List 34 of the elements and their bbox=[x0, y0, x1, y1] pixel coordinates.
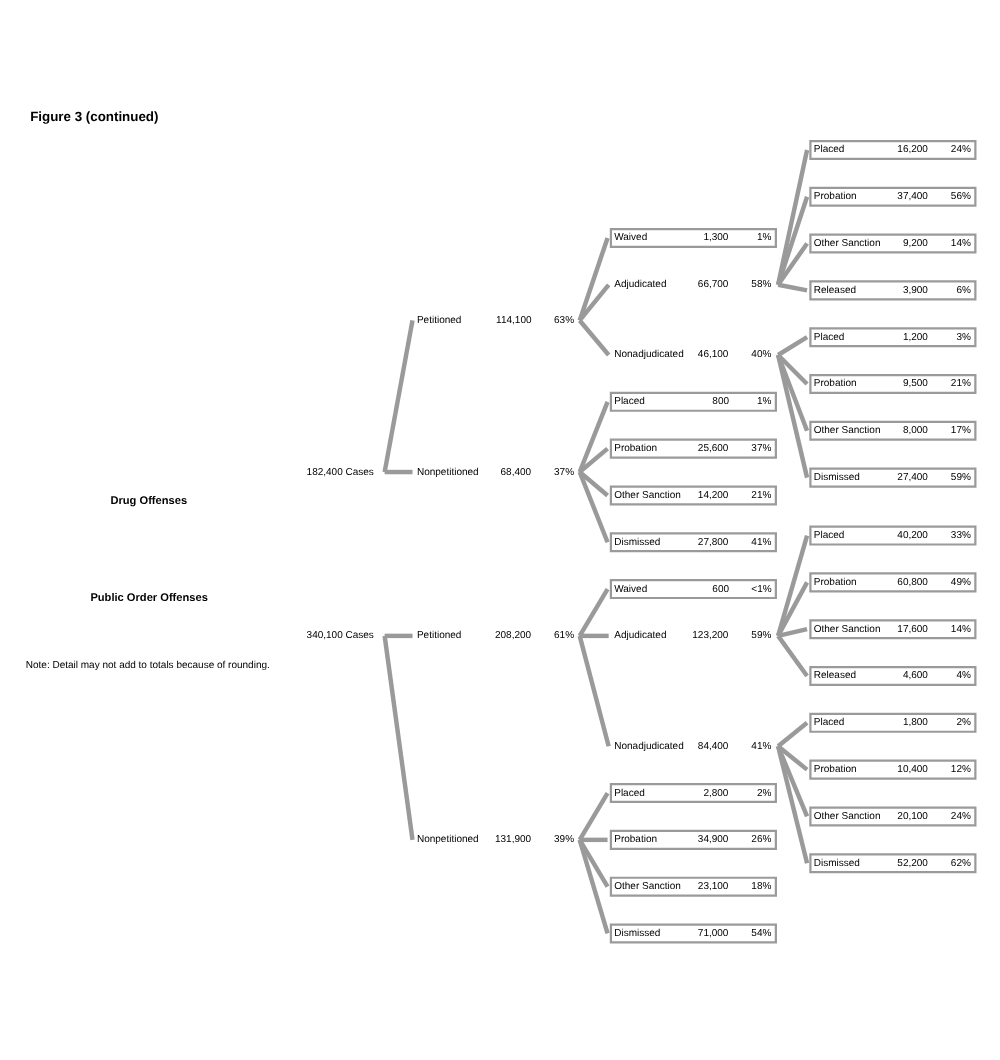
connector bbox=[382, 320, 415, 473]
connector bbox=[577, 587, 610, 638]
connector bbox=[776, 744, 809, 772]
connector bbox=[776, 745, 810, 818]
connector bbox=[776, 335, 809, 357]
connector bbox=[777, 282, 808, 293]
connector bbox=[382, 635, 415, 841]
connector bbox=[776, 242, 809, 287]
connector bbox=[775, 354, 810, 479]
connector bbox=[577, 791, 610, 841]
connector bbox=[579, 837, 608, 843]
connector bbox=[577, 471, 610, 544]
connector bbox=[776, 354, 810, 432]
connector bbox=[776, 353, 809, 386]
connector bbox=[577, 283, 611, 322]
connector bbox=[579, 633, 609, 639]
connector bbox=[384, 469, 413, 475]
connector bbox=[577, 839, 610, 935]
connector bbox=[775, 745, 810, 864]
connector bbox=[777, 627, 808, 639]
connector bbox=[577, 401, 610, 473]
connector bbox=[577, 237, 610, 322]
connector bbox=[775, 534, 810, 637]
connector bbox=[776, 581, 810, 637]
connector bbox=[776, 634, 809, 678]
connector bbox=[577, 838, 610, 888]
connector bbox=[577, 635, 611, 747]
connector bbox=[384, 633, 413, 639]
connector bbox=[775, 149, 810, 286]
connector bbox=[775, 196, 810, 286]
connector bbox=[578, 446, 609, 474]
connector bbox=[578, 470, 609, 498]
connector bbox=[776, 721, 809, 748]
connector bbox=[578, 319, 611, 357]
